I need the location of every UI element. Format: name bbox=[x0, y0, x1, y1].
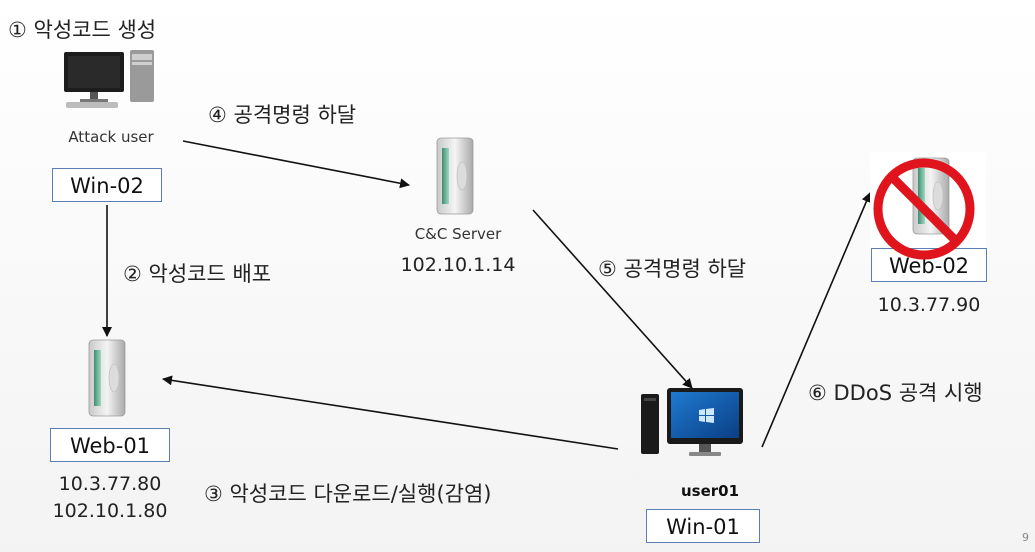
step-command-to-user: ⑤ 공격명령 하달 bbox=[598, 257, 747, 281]
cnc-ip: 102.10.1.14 bbox=[400, 254, 516, 276]
attacker-label: Attack user bbox=[68, 128, 154, 146]
server-icon bbox=[88, 339, 126, 417]
step-command-to-cnc: ④ 공격명령 하달 bbox=[208, 103, 357, 127]
prohibited-icon bbox=[873, 158, 975, 260]
desktop-pc-icon bbox=[64, 50, 154, 108]
web01-host-box: Web-01 bbox=[50, 428, 170, 462]
web02-ip: 10.3.77.90 bbox=[877, 294, 981, 316]
arrow-download-execute bbox=[162, 375, 619, 450]
web01-ip-external: 102.10.1.80 bbox=[52, 500, 168, 522]
step-distribute-malware: ② 악성코드 배포 bbox=[123, 262, 272, 286]
server-icon bbox=[912, 157, 950, 235]
attacker-host-box: Win-02 bbox=[52, 168, 162, 202]
step-download-execute: ③ 악성코드 다운로드/실행(감염) bbox=[204, 482, 492, 506]
windows-pc-icon bbox=[641, 388, 743, 456]
cnc-label: C&C Server bbox=[414, 225, 502, 243]
server-icon bbox=[436, 137, 474, 215]
page-number: 9 bbox=[1022, 531, 1029, 544]
arrow-command-to-cnc bbox=[182, 140, 410, 189]
arrow-command-to-user bbox=[532, 209, 693, 389]
web01-ip-internal: 10.3.77.80 bbox=[58, 473, 162, 495]
step-ddos-attack: ⑥ DDoS 공격 시행 bbox=[808, 381, 983, 405]
user01-host-box: Win-01 bbox=[646, 509, 760, 543]
arrow-ddos bbox=[761, 192, 872, 448]
step-create-malware: ① 악성코드 생성 bbox=[8, 18, 157, 42]
user01-label: user01 bbox=[680, 482, 740, 500]
